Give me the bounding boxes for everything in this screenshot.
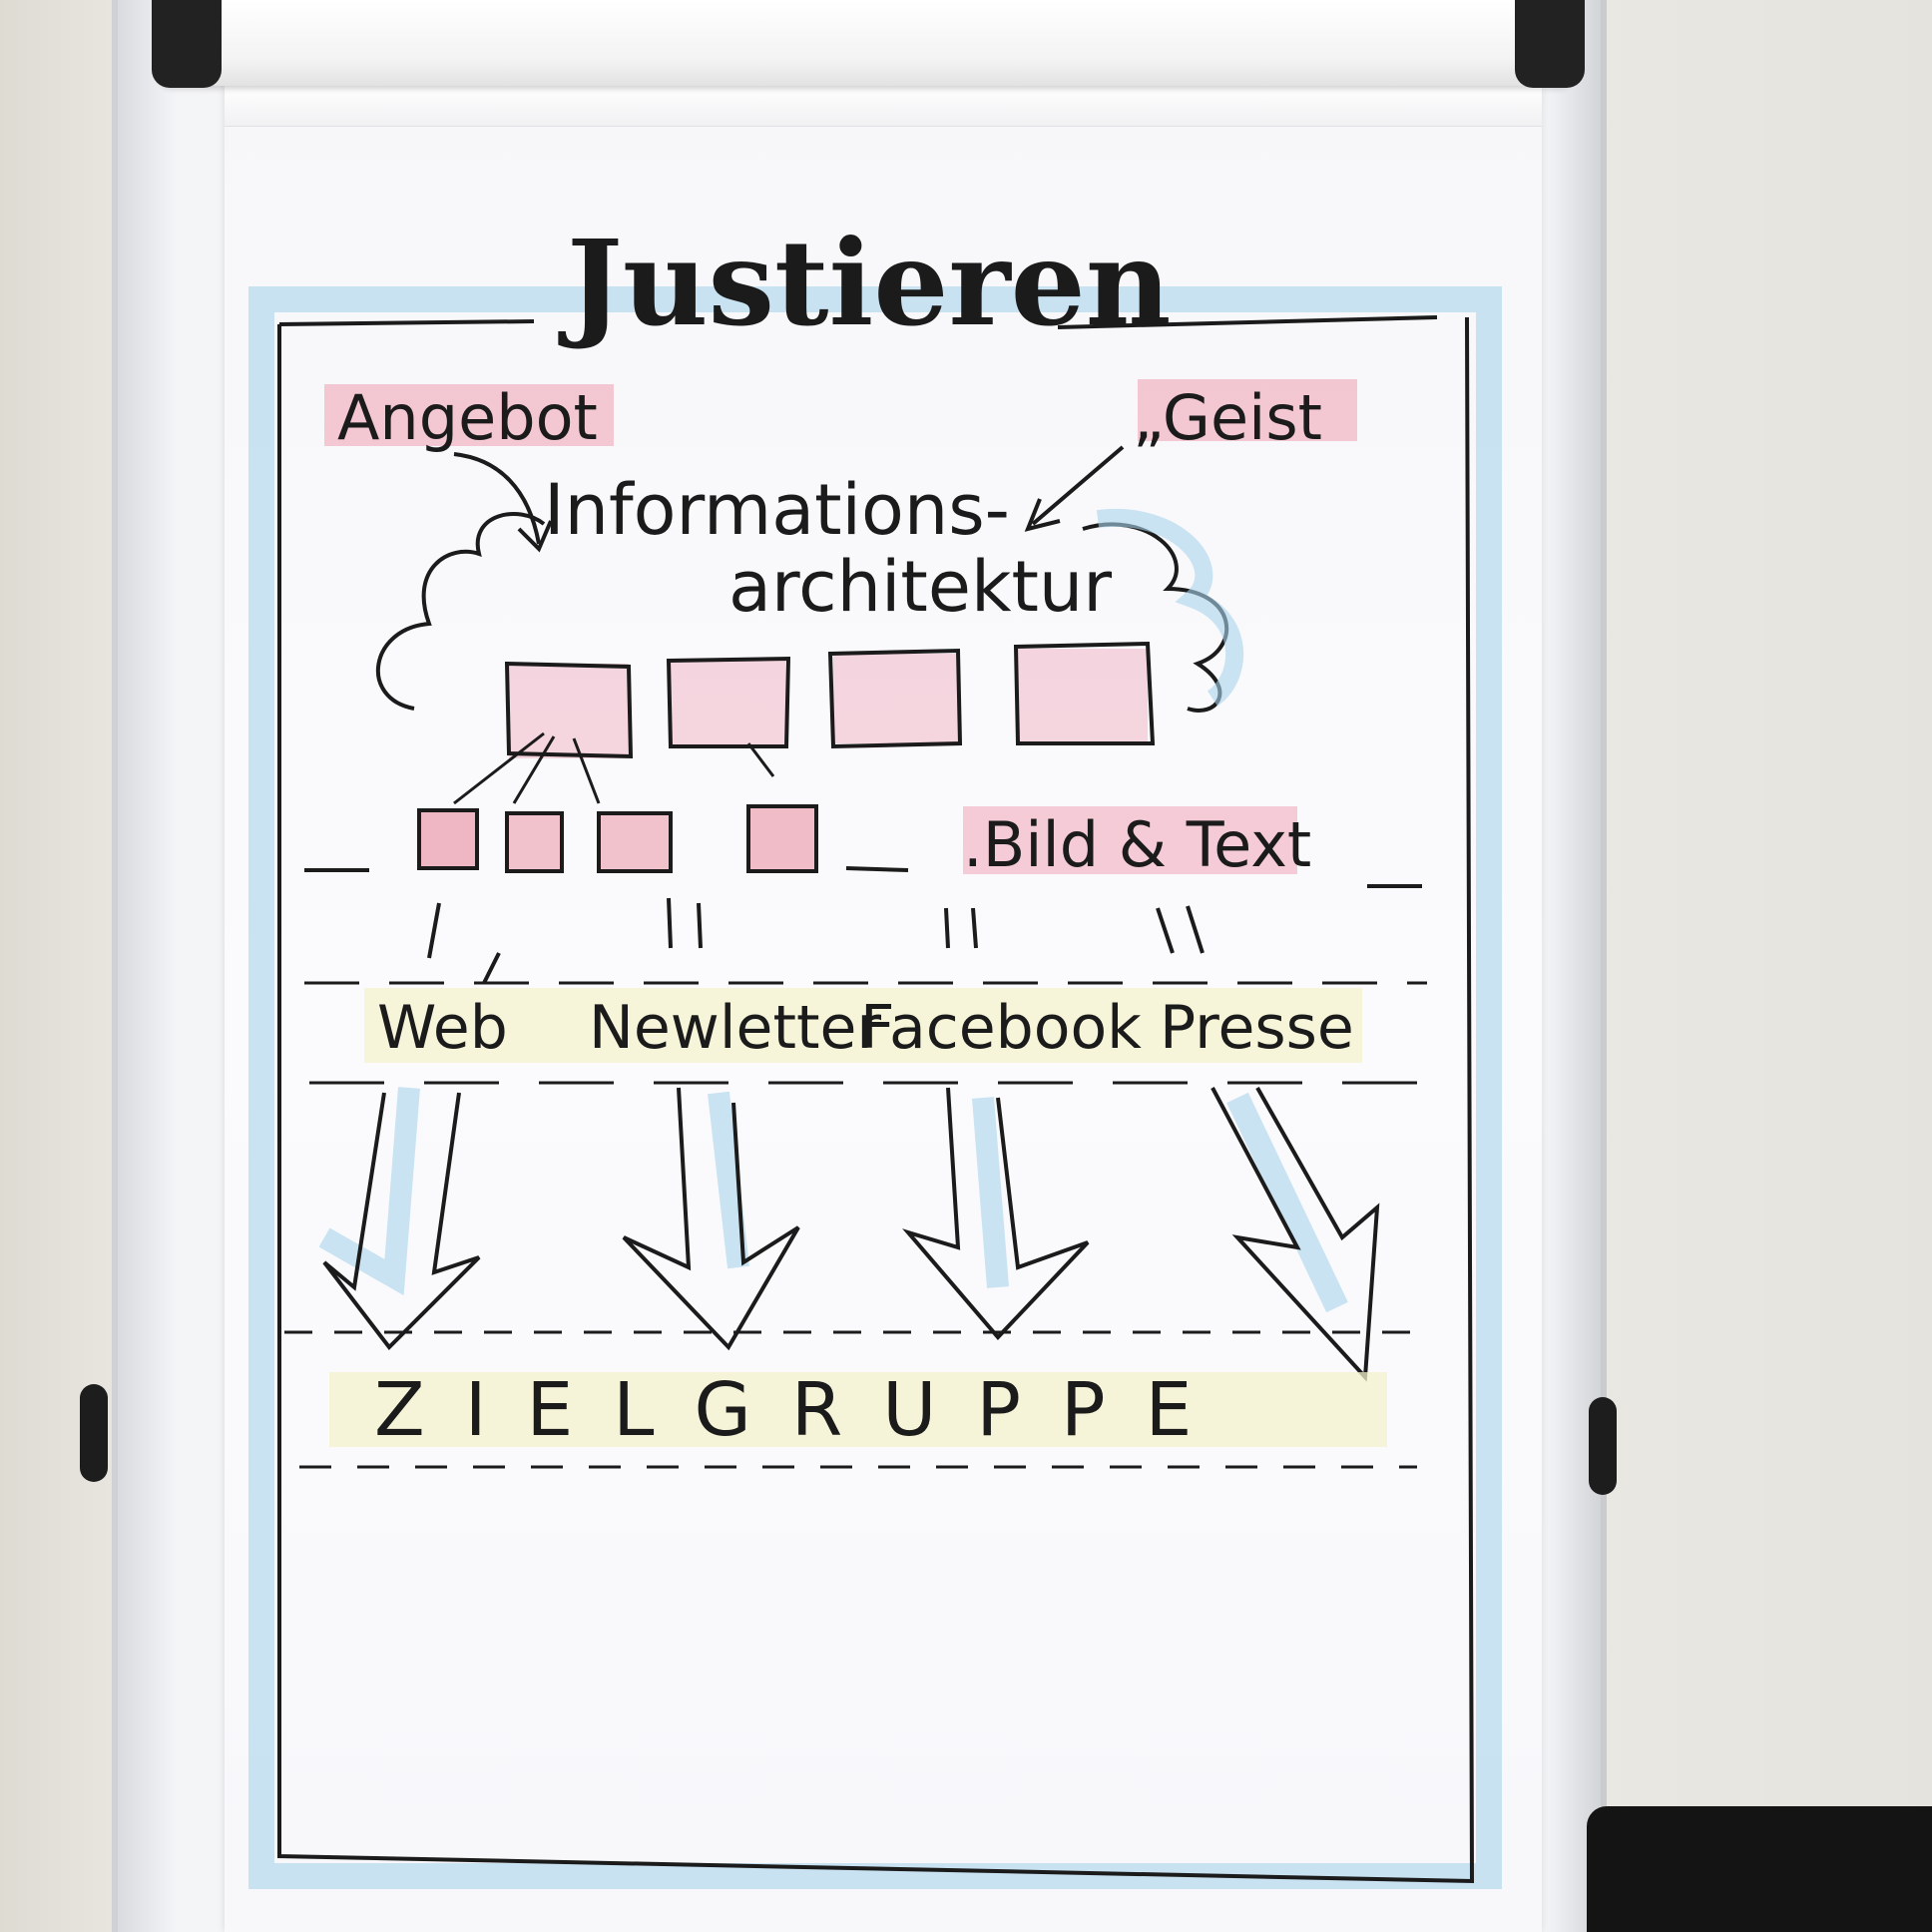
info-label-line2: architektur bbox=[728, 546, 1112, 628]
arrow-web-glow bbox=[318, 1087, 420, 1296]
frame-sides bbox=[277, 316, 1475, 1884]
blue-frame-highlight bbox=[248, 286, 1502, 1889]
channel-label-2: Newletter bbox=[589, 993, 881, 1063]
title-text: Justieren bbox=[558, 214, 1172, 352]
arrow-facebook bbox=[902, 1087, 1090, 1340]
geist-arrow-line bbox=[1031, 445, 1125, 526]
frame-top-left bbox=[278, 319, 535, 326]
small-box-2 bbox=[505, 811, 564, 873]
tick-marks bbox=[427, 897, 1205, 984]
top-box-2 bbox=[666, 656, 791, 748]
angebot-highlight bbox=[324, 384, 614, 446]
top-level-boxes bbox=[504, 641, 1156, 759]
dark-case-bottom-right bbox=[1587, 1806, 1932, 1932]
top-box-3 bbox=[827, 648, 963, 749]
target-label: ZIELGRUPPE bbox=[374, 1367, 1231, 1453]
channel-label-4: Presse bbox=[1160, 993, 1354, 1063]
cloud-left-outline bbox=[375, 512, 546, 711]
geist-arrow-head bbox=[1024, 498, 1061, 532]
arrow-newsletter bbox=[622, 1087, 800, 1351]
small-box-1-fill bbox=[419, 810, 477, 868]
bild-text-highlight bbox=[963, 806, 1297, 874]
arrow-facebook-glow bbox=[972, 1097, 1009, 1288]
connector-3 bbox=[572, 737, 601, 804]
second-level-boxes bbox=[417, 804, 818, 873]
top-box-1 bbox=[504, 661, 634, 759]
channel-label-1: Web bbox=[377, 993, 508, 1063]
angebot-arrow-head bbox=[517, 520, 553, 553]
small-box-3 bbox=[597, 811, 673, 873]
side-peg-left bbox=[80, 1384, 108, 1482]
connector-1 bbox=[453, 731, 545, 805]
small-box-3-fill bbox=[599, 813, 671, 871]
top-box-2-fill bbox=[671, 661, 785, 745]
geist-label: „Geist bbox=[1133, 381, 1322, 454]
tick-4 bbox=[697, 902, 703, 949]
cloud-blue-highlight bbox=[1096, 508, 1244, 707]
arrow-web bbox=[322, 1092, 481, 1351]
clamp-end-right bbox=[1515, 0, 1585, 88]
tick-2 bbox=[482, 952, 501, 984]
clamp-end-left bbox=[152, 0, 222, 88]
info-label-line1: Informations- bbox=[544, 469, 1010, 551]
connector-4 bbox=[746, 742, 775, 777]
side-peg-right bbox=[1589, 1397, 1617, 1495]
small-box-1 bbox=[417, 808, 479, 870]
top-box-1-fill bbox=[509, 664, 629, 758]
tick-3 bbox=[667, 897, 673, 949]
paper-top-fold bbox=[225, 86, 1542, 127]
tick-8 bbox=[1186, 905, 1205, 954]
tick-1 bbox=[427, 902, 441, 959]
channel-label-3: Facebook bbox=[860, 993, 1142, 1063]
small-box-4-fill bbox=[748, 806, 816, 871]
guide-1-seg-2 bbox=[845, 866, 909, 872]
connector-lines bbox=[453, 731, 775, 805]
angebot-arrow-line bbox=[453, 452, 541, 545]
arrow-presse-glow bbox=[1226, 1092, 1348, 1313]
top-box-3-fill bbox=[833, 654, 958, 743]
paper-clamp-bar bbox=[160, 0, 1572, 86]
angebot-label: Angebot bbox=[337, 381, 598, 454]
tick-5 bbox=[944, 907, 950, 949]
guide-line-1 bbox=[304, 866, 1422, 888]
small-box-2-fill bbox=[507, 813, 562, 871]
channels-highlight bbox=[364, 988, 1362, 1063]
top-box-4-fill bbox=[1018, 649, 1148, 743]
target-highlight bbox=[329, 1372, 1387, 1447]
geist-highlight bbox=[1138, 379, 1357, 441]
arrow-newsletter-glow bbox=[708, 1091, 749, 1269]
connector-2 bbox=[512, 735, 556, 804]
tick-6 bbox=[971, 907, 978, 949]
frame-top-right bbox=[1057, 315, 1438, 329]
small-box-4 bbox=[746, 804, 818, 873]
bild-text-label: .Bild & Text bbox=[963, 808, 1311, 881]
tick-7 bbox=[1156, 907, 1175, 954]
top-box-4 bbox=[1013, 641, 1156, 745]
